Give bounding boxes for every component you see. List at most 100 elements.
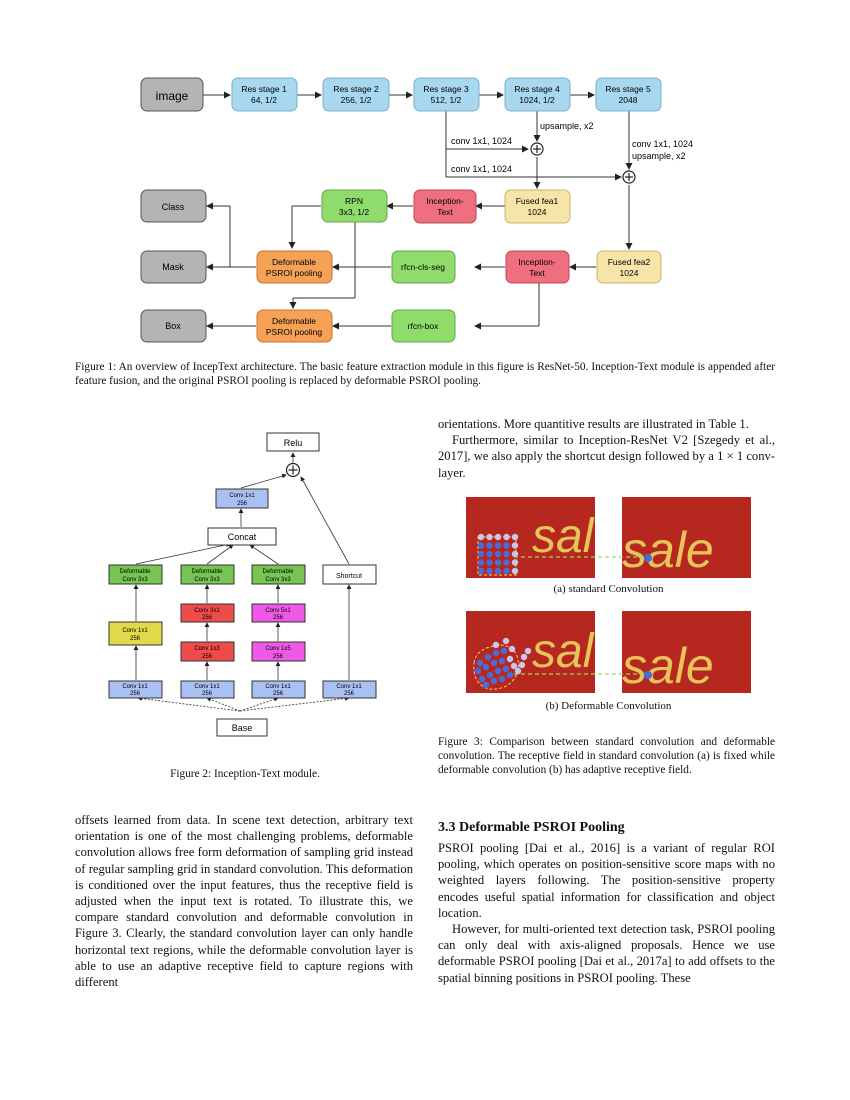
svg-text:Conv 3x3: Conv 3x3	[122, 577, 148, 583]
svg-text:PSROI pooling: PSROI pooling	[266, 268, 322, 278]
svg-text:Class: Class	[162, 202, 185, 212]
svg-text:Box: Box	[165, 321, 181, 331]
svg-text:Res stage 1: Res stage 1	[241, 84, 287, 94]
conv-1x3-node: Conv 1x3 256	[180, 641, 235, 662]
svg-text:sale: sale	[532, 625, 595, 678]
conv-1x1-bottom-2: Conv 1x1 256	[180, 680, 235, 699]
conv-3x1-node: Conv 3x1 256	[180, 603, 235, 623]
svg-text:Conv 1x1: Conv 1x1	[336, 684, 362, 690]
left-body-text: offsets learned from data. In scene text…	[75, 812, 413, 990]
svg-text:Relu: Relu	[284, 438, 303, 448]
svg-text:Deformable: Deformable	[119, 569, 151, 575]
svg-text:rfcn-box: rfcn-box	[408, 321, 439, 331]
concat-node: Concat	[207, 527, 277, 546]
res-stage-5-node: Res stage 5 2048	[595, 77, 662, 112]
svg-text:256: 256	[202, 615, 213, 621]
svg-text:Fused fea1: Fused fea1	[516, 196, 559, 206]
base-node: Base	[216, 718, 268, 737]
paragraph: orientations. More quantitive results ar…	[438, 417, 749, 431]
svg-text:Inception-: Inception-	[426, 196, 463, 206]
svg-text:Conv 3x3: Conv 3x3	[265, 577, 291, 583]
svg-text:RPN: RPN	[345, 196, 363, 206]
svg-text:Res stage 3: Res stage 3	[423, 84, 469, 94]
connector-a	[514, 556, 646, 558]
rfcn-box-node: rfcn-box	[391, 309, 456, 343]
svg-text:Text: Text	[437, 207, 453, 217]
conv-1x1-bottom-4: Conv 1x1 256	[322, 680, 377, 699]
svg-text:Conv 3x3: Conv 3x3	[194, 577, 220, 583]
rfcn-cls-seg-node: rfcn-cls-seg	[391, 250, 456, 284]
deformable-conv-2: Deformable Conv 3x3	[180, 564, 235, 585]
deformable-conv-1: Deformable Conv 3x3	[108, 564, 163, 585]
fused-fea1-node: Fused fea1 1024	[504, 189, 571, 224]
svg-text:256: 256	[130, 636, 141, 642]
edge-label-upsample-a: upsample, x2	[540, 121, 594, 131]
svg-text:2048: 2048	[619, 95, 638, 105]
inception-text-node-1: Inception- Text	[413, 189, 477, 224]
svg-text:Deformable: Deformable	[262, 569, 294, 575]
photo-a-left: sale	[466, 497, 595, 578]
paragraph: PSROI pooling [Dai et al., 2016] is a va…	[438, 841, 775, 920]
photo-b-left: sale	[466, 611, 595, 693]
svg-text:256: 256	[273, 654, 284, 660]
deformable-psroi-node-1: Deformable PSROI pooling	[256, 250, 333, 284]
svg-text:1024: 1024	[528, 207, 547, 217]
section-body-text: PSROI pooling [Dai et al., 2016] is a va…	[438, 840, 775, 986]
fused-fea2-node: Fused fea2 1024	[596, 250, 662, 284]
figure1-diagram: image Res stage 1 64, 1/2 Res stage 2 25…	[140, 77, 693, 343]
svg-text:Conv 1x1: Conv 1x1	[194, 684, 220, 690]
photo-a-right: sale	[622, 497, 751, 578]
paragraph: However, for multi-oriented text detecti…	[438, 922, 775, 985]
figure3-caption: Figure 3: Comparison between standard co…	[438, 736, 775, 776]
svg-text:Conv 1x1: Conv 1x1	[229, 493, 255, 499]
svg-text:Base: Base	[232, 723, 253, 733]
svg-text:Inception-: Inception-	[518, 257, 555, 267]
svg-text:Res stage 5: Res stage 5	[605, 84, 651, 94]
edge-label-upsample-b: upsample, x2	[632, 151, 686, 161]
svg-text:Deformable: Deformable	[272, 316, 316, 326]
svg-text:256: 256	[344, 691, 355, 697]
svg-text:Fused fea2: Fused fea2	[608, 257, 651, 267]
conv-1x1-bottom-1: Conv 1x1 256	[108, 680, 163, 699]
relu-node: Relu	[266, 432, 320, 452]
figure1-caption: Figure 1: An overview of IncepText archi…	[75, 361, 775, 387]
paragraph: offsets learned from data. In scene text…	[75, 813, 413, 990]
svg-text:rfcn-cls-seg: rfcn-cls-seg	[401, 262, 445, 272]
svg-text:sale: sale	[622, 638, 714, 693]
conv-5x1-node: Conv 5x1 256	[251, 603, 306, 623]
svg-text:PSROI pooling: PSROI pooling	[266, 327, 322, 337]
res-stage-2-node: Res stage 2 256, 1/2	[322, 77, 390, 112]
class-node: Class	[140, 189, 207, 223]
svg-text:Conv 1x1: Conv 1x1	[122, 684, 148, 690]
svg-text:1024: 1024	[620, 268, 639, 278]
svg-text:Deformable: Deformable	[272, 257, 316, 267]
subcaption-b: (b) Deformable Convolution	[545, 700, 672, 712]
svg-text:512, 1/2: 512, 1/2	[431, 95, 462, 105]
edge-label-conv-a: conv 1x1, 1024	[451, 136, 512, 146]
svg-text:Conv 5x1: Conv 5x1	[265, 608, 291, 614]
subcaption-a: (a) standard Convolution	[553, 583, 664, 595]
svg-text:256: 256	[202, 691, 213, 697]
svg-text:256: 256	[273, 691, 284, 697]
res-stage-3-node: Res stage 3 512, 1/2	[413, 77, 480, 112]
svg-text:Res stage 2: Res stage 2	[333, 84, 379, 94]
shortcut-node: Shortcut	[322, 564, 377, 585]
res-stage-4-node: Res stage 4 1024, 1/2	[504, 77, 571, 112]
svg-text:256: 256	[237, 501, 248, 507]
conv-1x1-bottom-3: Conv 1x1 256	[251, 680, 306, 699]
inception-text-node-2: Inception- Text	[505, 250, 570, 284]
conv-1x1-yellow: Conv 1x1 256	[108, 621, 163, 646]
svg-text:64, 1/2: 64, 1/2	[251, 95, 277, 105]
svg-text:Conv 3x1: Conv 3x1	[194, 608, 220, 614]
svg-text:Conv 1x1: Conv 1x1	[265, 684, 291, 690]
box-node: Box	[140, 309, 207, 343]
image-node: image	[140, 77, 204, 112]
svg-text:Concat: Concat	[228, 532, 257, 542]
figure2-caption: Figure 2: Inception-Text module.	[170, 768, 320, 780]
svg-text:Conv 1x5: Conv 1x5	[265, 646, 291, 652]
svg-text:3x3, 1/2: 3x3, 1/2	[339, 207, 370, 217]
svg-text:Res stage 4: Res stage 4	[514, 84, 560, 94]
svg-text:image: image	[156, 89, 189, 103]
svg-text:256: 256	[130, 691, 141, 697]
edge-label-conv-c: conv 1x1, 1024	[632, 139, 693, 149]
